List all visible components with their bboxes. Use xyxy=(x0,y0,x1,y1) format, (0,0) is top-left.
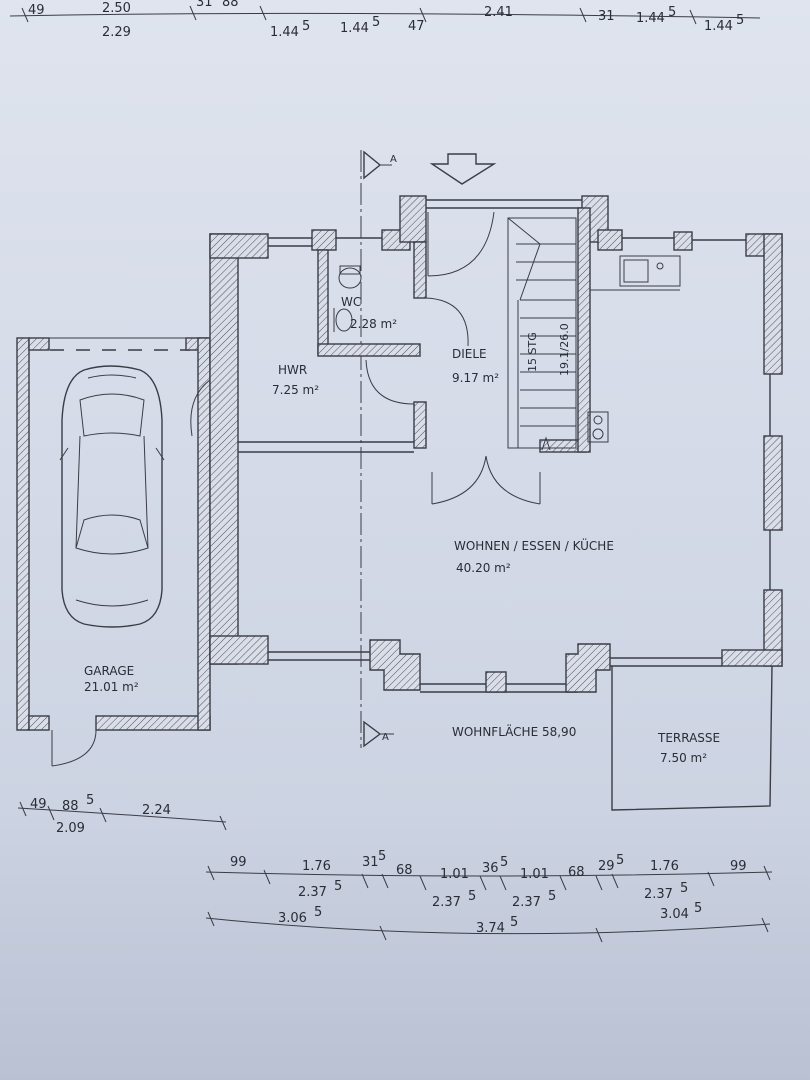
hdim-31-sup: 5 xyxy=(378,849,386,864)
hdim-3065-sup: 5 xyxy=(314,905,322,920)
terrasse-area: 7.50 m² xyxy=(660,751,707,765)
wc-fixtures xyxy=(333,265,362,332)
garage-area: 21.01 m² xyxy=(84,680,139,694)
hdim-3745: 3.74 xyxy=(476,921,505,936)
garage xyxy=(16,337,211,767)
top-dimension-chain: 49 2.50 31 88 2.41 31 1.44 5 1.44 5 2.29… xyxy=(9,0,761,40)
hdim-68b: 68 xyxy=(568,865,585,880)
top-dim-1445c: 1.44 xyxy=(270,25,299,40)
diele-area: 9.17 m² xyxy=(452,371,499,385)
hdim-68a: 68 xyxy=(396,863,413,878)
top-dim-1445c-sup: 5 xyxy=(302,19,310,34)
house-walls xyxy=(209,195,783,693)
stair-ratio: 19.1/26.0 xyxy=(558,323,571,376)
top-dim-1445a: 1.44 xyxy=(636,11,665,26)
house-dimension-chain-1: 99 1.76 31 5 68 1.01 36 5 1.01 68 29 5 1… xyxy=(205,849,773,891)
gdim-49: 49 xyxy=(30,797,47,812)
section-line-a: A A xyxy=(360,150,397,748)
hdim-2375b-sup: 5 xyxy=(468,889,476,904)
hdim-29-sup: 5 xyxy=(616,853,624,868)
top-dim-88: 88 xyxy=(222,0,239,10)
terrasse-name: TERRASSE xyxy=(657,731,720,745)
gdim-224: 2.24 xyxy=(142,803,171,818)
top-dim-1445b-sup: 5 xyxy=(736,13,744,28)
wohnflaeche-total: WOHNFLÄCHE 58,90 xyxy=(452,724,576,739)
top-dim-250: 2.50 xyxy=(102,1,131,16)
hdim-101a: 1.01 xyxy=(440,867,469,882)
wc-name: WC xyxy=(341,295,361,309)
top-dim-1445a-sup: 5 xyxy=(668,5,676,20)
kitchen-fixtures xyxy=(587,255,681,443)
top-dim-241: 2.41 xyxy=(484,5,513,20)
house-dimension-chain-3: 3.06 5 3.74 5 3.04 5 xyxy=(205,901,771,943)
hdim-31: 31 xyxy=(362,855,379,870)
hdim-2375a: 2.37 xyxy=(298,885,327,900)
car-symbol xyxy=(59,365,165,628)
hdim-2375b: 2.37 xyxy=(432,895,461,910)
stair-symbol xyxy=(507,217,577,451)
hwr-name: HWR xyxy=(278,363,307,377)
hdim-36-sup: 5 xyxy=(500,855,508,870)
gdim-88-sup: 5 xyxy=(86,793,94,808)
hdim-29: 29 xyxy=(598,859,615,874)
wohnen-area: 40.20 m² xyxy=(456,561,511,575)
wohnen-name: WOHNEN / ESSEN / KÜCHE xyxy=(454,537,614,553)
garage-name: GARAGE xyxy=(84,664,134,678)
section-label-bottom: A xyxy=(382,732,389,743)
gdim-88: 88 xyxy=(62,799,79,814)
interior-walls xyxy=(238,207,591,453)
hdim-99b: 99 xyxy=(730,859,747,874)
top-dim-1445d: 1.44 xyxy=(340,21,369,36)
entrance-arrow xyxy=(429,153,497,185)
top-dim-1445d-sup: 5 xyxy=(372,15,380,30)
hwr-area: 7.25 m² xyxy=(272,383,319,397)
hdim-3045: 3.04 xyxy=(660,907,689,922)
hdim-2375d-sup: 5 xyxy=(680,881,688,896)
top-dim-31: 31 xyxy=(196,0,213,10)
stair-steps: 15 STG xyxy=(526,332,539,372)
terrace xyxy=(611,665,773,811)
hdim-36: 36 xyxy=(482,861,499,876)
top-dim-229: 2.29 xyxy=(102,25,131,40)
hdim-101b: 1.01 xyxy=(520,867,549,882)
hdim-2375d: 2.37 xyxy=(644,887,673,902)
top-dim-1445b: 1.44 xyxy=(704,19,733,34)
hdim-99a: 99 xyxy=(230,855,247,870)
hdim-3045-sup: 5 xyxy=(694,901,702,916)
diele-name: DIELE xyxy=(452,347,487,361)
top-dim-47: 47 xyxy=(408,19,425,34)
door-swings xyxy=(190,211,541,505)
top-dim-49: 49 xyxy=(28,3,45,18)
hdim-176b: 1.76 xyxy=(650,859,679,874)
section-label-top: A xyxy=(390,154,397,165)
hdim-3745-sup: 5 xyxy=(510,915,518,930)
house-dimension-row-2: 2.37 5 2.37 5 2.37 5 2.37 5 xyxy=(298,879,688,910)
gdim-209: 2.09 xyxy=(56,821,85,836)
hdim-176a: 1.76 xyxy=(302,859,331,874)
top-dim-31b: 31 xyxy=(598,9,615,24)
hdim-2375c: 2.37 xyxy=(512,895,541,910)
hdim-2375c-sup: 5 xyxy=(548,889,556,904)
hdim-3065: 3.06 xyxy=(278,911,307,926)
wc-area: 2.28 m² xyxy=(350,317,397,331)
hdim-2375a-sup: 5 xyxy=(334,879,342,894)
garage-dimension-chain: 49 88 5 2.24 2.09 xyxy=(17,793,227,836)
